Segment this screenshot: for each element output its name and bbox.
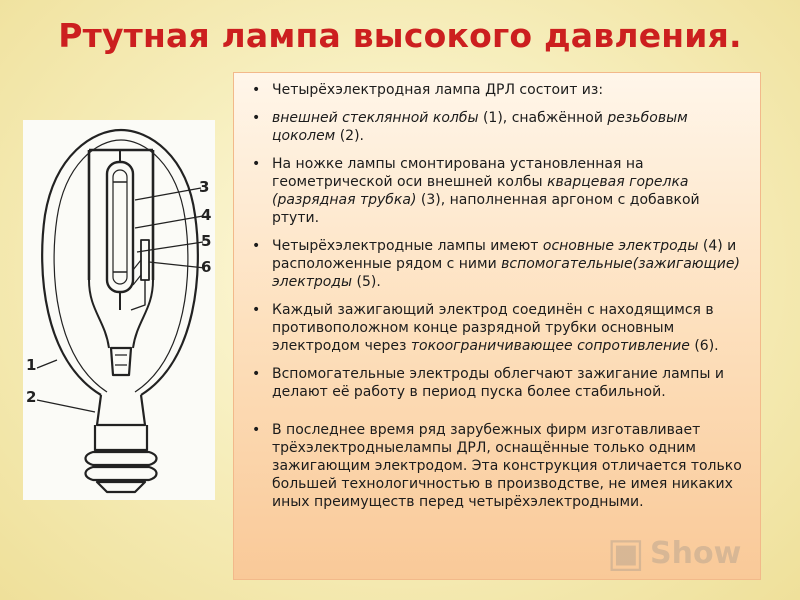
bullet-text: (4) и расположенные рядом с ними: [272, 238, 737, 272]
bullet-italic-text: внешней стеклянной колбы: [272, 110, 479, 126]
bullet-item: Вспомогательные электроды облегчают зажи…: [248, 365, 750, 401]
lamp-label-2: 2: [26, 388, 36, 406]
bullet-text: Четырёхэлектродная лампа ДРЛ состоит из:: [272, 82, 604, 98]
bullet-item: Каждый зажигающий электрод соединён с на…: [248, 301, 750, 355]
lamp-label-4: 4: [201, 206, 211, 224]
watermark-logo-icon: ▣: [607, 530, 645, 576]
lamp-label-6: 6: [201, 258, 211, 276]
mercury-lamp-diagram: 3 4 5 6 1 2: [26, 128, 211, 494]
bullet-italic-text: токоограничивающее сопротивление: [410, 338, 690, 354]
bullet-item: В последнее время ряд зарубежных фирм из…: [248, 421, 750, 511]
lamp-illustration: 3 4 5 6 1 2: [23, 120, 215, 500]
bullet-item: Четырёхэлектродные лампы имеют основные …: [248, 237, 750, 291]
lamp-label-3: 3: [199, 178, 209, 196]
slide-title: Ртутная лампа высокого давления.: [58, 16, 742, 55]
bullet-text: (6).: [689, 338, 719, 354]
watermark-text: Show: [650, 536, 742, 571]
bullet-italic-text: основные электроды: [542, 238, 699, 254]
bullet-list: Четырёхэлектродная лампа ДРЛ состоит из:…: [234, 73, 760, 511]
bullet-text: Вспомогательные электроды облегчают зажи…: [272, 366, 724, 400]
bullet-text: Каждый зажигающий электрод соединён с на…: [272, 302, 714, 354]
bullet-italic-text: вспомогательные(зажигающие) электроды: [272, 256, 740, 290]
bullet-italic-text: кварцевая горелка (разрядная трубка): [272, 174, 689, 208]
bullet-text: (3), наполненная аргоном с добавкой ртут…: [272, 192, 700, 226]
bullet-text: (1), снабжённой: [478, 110, 608, 126]
bullet-text: На ножке лампы смонтирована установленна…: [272, 156, 644, 190]
bullet-text: (5).: [352, 274, 381, 290]
bullet-item: внешней стеклянной колбы (1), снабжённой…: [248, 109, 750, 145]
bullet-italic-text: резьбовым цоколем: [272, 110, 688, 144]
bullet-text: Четырёхэлектродные лампы имеют: [272, 238, 543, 254]
bullet-item: На ножке лампы смонтирована установленна…: [248, 155, 750, 227]
lamp-label-1: 1: [26, 356, 36, 374]
bullet-text: (2).: [335, 128, 364, 144]
lamp-label-5: 5: [201, 232, 211, 250]
bullet-text: В последнее время ряд зарубежных фирм из…: [272, 422, 742, 510]
description-panel: Четырёхэлектродная лампа ДРЛ состоит из:…: [233, 72, 761, 580]
bullet-item: Четырёхэлектродная лампа ДРЛ состоит из:: [248, 81, 750, 99]
